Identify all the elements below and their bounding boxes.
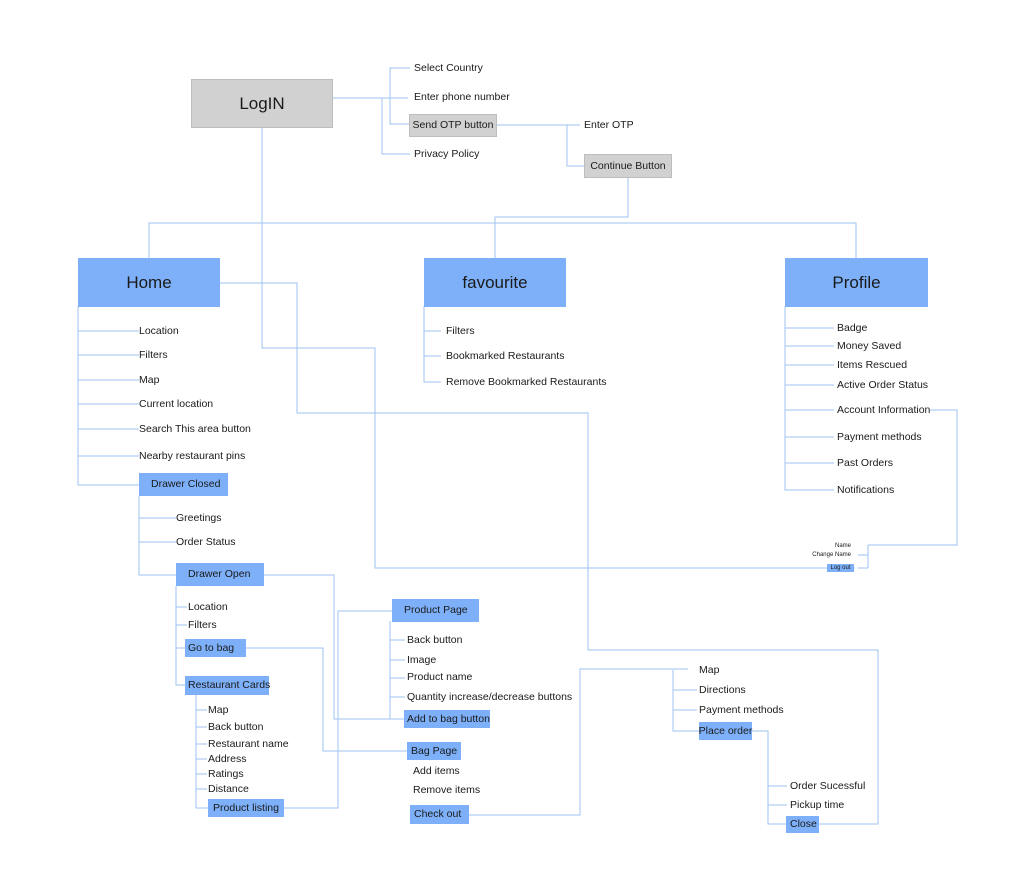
product-item-image: Image	[407, 653, 437, 666]
logout-node[interactable]: Log out	[827, 564, 854, 572]
restaurant-item-ratings: Ratings	[208, 767, 244, 780]
restaurant-item-address: Address	[208, 752, 247, 765]
profile-item-money-saved: Money Saved	[837, 339, 902, 352]
send-otp-node[interactable]: Send OTP button	[409, 114, 497, 137]
drawer-open-node[interactable]: Drawer Open	[176, 563, 264, 586]
profile-item-account-info: Account Information	[837, 403, 931, 416]
place-order-node[interactable]: Place order	[699, 722, 752, 740]
go-to-bag-node[interactable]: Go to bag	[185, 639, 246, 657]
profile-node[interactable]: Profile	[785, 258, 928, 307]
profile-item-badge: Badge	[837, 321, 868, 334]
login-item-privacy-policy: Privacy Policy	[414, 147, 480, 160]
login-item-select-country: Select Country	[414, 61, 483, 74]
profile-item-payment-methods: Payment methods	[837, 430, 922, 443]
home-item-filters: Filters	[139, 348, 168, 361]
product-item-name: Product name	[407, 670, 473, 683]
checkout-item-payment-methods: Payment methods	[699, 703, 784, 716]
enter-otp-label: Enter OTP	[584, 118, 634, 131]
restaurant-item-map: Map	[208, 703, 229, 716]
drawer-closed-node[interactable]: Drawer Closed	[139, 473, 228, 496]
restaurant-item-back-button: Back button	[208, 720, 264, 733]
order-item-successful: Order Sucessful	[790, 779, 866, 792]
profile-item-past-orders: Past Orders	[837, 456, 894, 469]
home-item-search-area: Search This area button	[139, 422, 251, 435]
restaurant-item-name: Restaurant name	[208, 737, 289, 750]
close-node[interactable]: Close	[786, 816, 819, 833]
profile-item-notifications: Notifications	[837, 483, 895, 496]
login-node[interactable]: LogIN	[191, 79, 333, 128]
profile-item-active-order: Active Order Status	[837, 378, 929, 391]
product-item-quantity: Quantity increase/decrease buttons	[407, 690, 573, 703]
home-item-nearby-pins: Nearby restaurant pins	[139, 449, 246, 462]
login-item-phone-number: Enter phone number	[414, 90, 510, 103]
bag-page-node[interactable]: Bag Page	[407, 742, 461, 760]
order-item-pickup-time: Pickup time	[790, 798, 845, 811]
checkout-item-directions: Directions	[699, 683, 746, 696]
account-item-change-name: Change Name	[812, 552, 851, 558]
favourite-item-remove-bookmarked: Remove Bookmarked Restaurants	[446, 375, 607, 388]
home-item-map: Map	[139, 373, 160, 386]
drawer-open-item-location: Location	[188, 600, 228, 613]
product-listing-node[interactable]: Product listing	[208, 799, 284, 817]
restaurant-item-distance: Distance	[208, 782, 249, 795]
check-out-node[interactable]: Check out	[410, 805, 469, 824]
add-to-bag-node[interactable]: Add to bag button	[404, 710, 490, 728]
continue-button-node[interactable]: Continue Button	[584, 154, 672, 178]
account-item-name: Name	[834, 542, 851, 549]
bag-item-add-items: Add items	[413, 764, 460, 777]
profile-item-items-rescued: Items Rescued	[837, 358, 908, 371]
drawer-open-item-filters: Filters	[188, 618, 217, 631]
favourite-item-filters: Filters	[446, 324, 475, 337]
home-item-location: Location	[139, 324, 179, 337]
product-page-node[interactable]: Product Page	[392, 599, 479, 622]
product-item-back-button: Back button	[407, 633, 463, 646]
home-item-current-location: Current location	[139, 397, 214, 410]
favourite-item-bookmarked: Bookmarked Restaurants	[446, 349, 565, 362]
drawer-closed-item-greetings: Greetings	[176, 511, 222, 524]
drawer-closed-item-order-status: Order Status	[176, 535, 236, 548]
favourite-node[interactable]: favourite	[424, 258, 566, 307]
restaurant-cards-node[interactable]: Restaurant Cards	[185, 676, 270, 695]
home-node[interactable]: Home	[78, 258, 220, 307]
bag-item-remove-items: Remove items	[413, 783, 481, 796]
checkout-item-map: Map	[699, 663, 720, 676]
